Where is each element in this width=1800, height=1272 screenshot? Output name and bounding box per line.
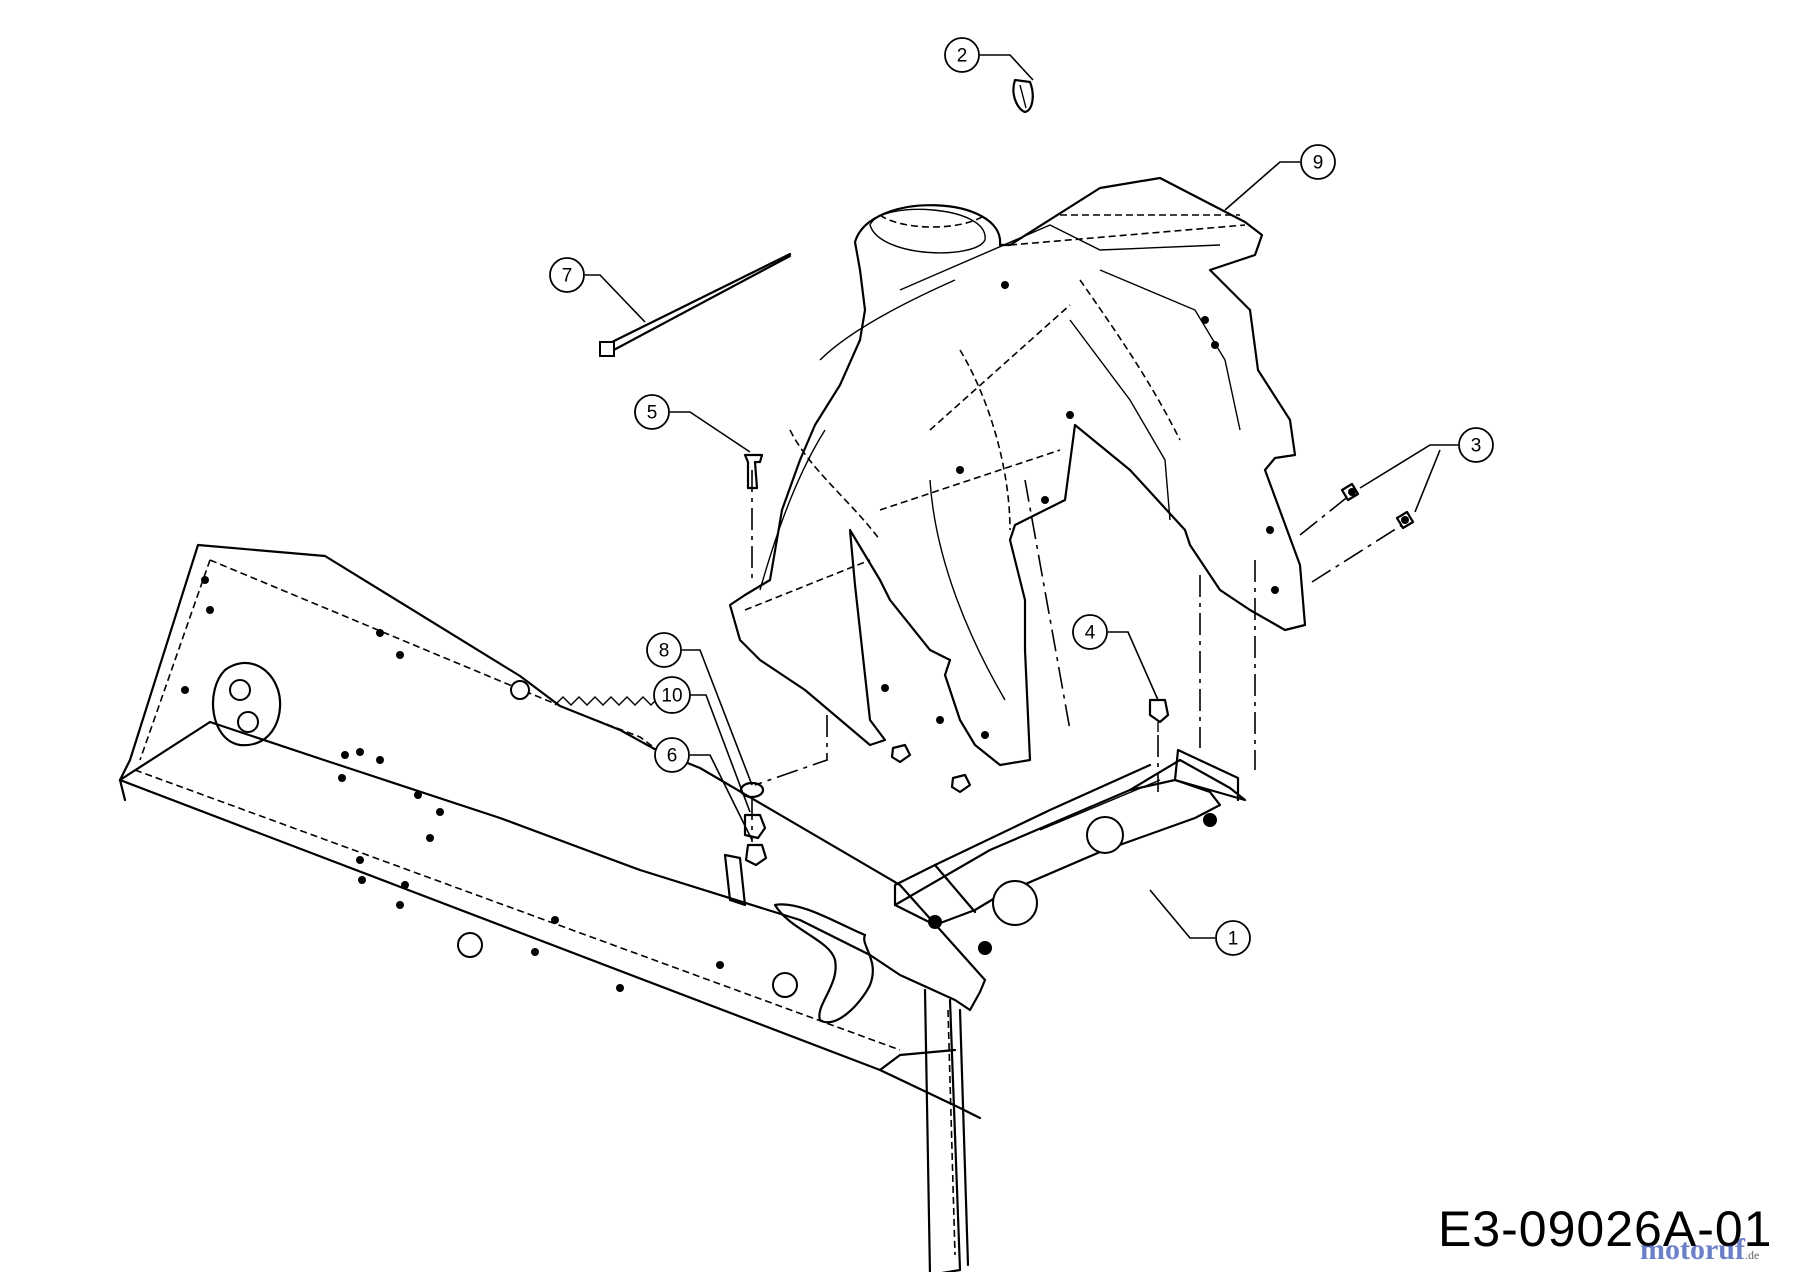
callout-1: 1: [1149, 889, 1251, 956]
chute-bolts: [890, 743, 972, 794]
callout-5: 5: [634, 394, 751, 453]
part-3-screws: [1340, 482, 1415, 530]
callout-8: 8: [646, 632, 753, 786]
chute-body: [728, 176, 1307, 767]
svg-text:8: 8: [659, 641, 670, 662]
svg-text:4: 4: [1085, 623, 1096, 644]
frame-panel: [118, 543, 987, 1272]
part-7-tie: [599, 252, 792, 357]
svg-text:6: 6: [667, 746, 678, 767]
part-6-10-nuts: [743, 813, 768, 867]
callout-6: 6: [654, 737, 753, 841]
svg-text:2: 2: [957, 46, 968, 67]
callout-2: 2: [944, 37, 1034, 81]
callout-3: 3: [1359, 427, 1494, 513]
drawing-code: E3-09026A-01: [1438, 1201, 1773, 1257]
svg-text:5: 5: [647, 403, 658, 424]
watermark-suffix: .de: [1744, 1248, 1760, 1262]
callout-10: 10: [653, 676, 751, 813]
part-2-clip: [1012, 78, 1034, 114]
watermark: motoruf.de: [1640, 1233, 1759, 1267]
callout-7: 7: [549, 257, 646, 323]
part-4-bolt: [1148, 698, 1170, 732]
svg-text:10: 10: [661, 686, 682, 707]
callout-4: 4: [1072, 614, 1159, 701]
callout-9: 9: [1224, 144, 1336, 211]
part-5-pin: [743, 453, 764, 490]
svg-text:1: 1: [1228, 929, 1239, 950]
svg-text:3: 3: [1471, 436, 1482, 457]
watermark-text: motoruf: [1640, 1233, 1745, 1266]
svg-text:9: 9: [1313, 153, 1324, 174]
svg-text:7: 7: [562, 266, 573, 287]
support-bracket: [893, 748, 1247, 955]
assembly-lines: [751, 470, 1403, 842]
